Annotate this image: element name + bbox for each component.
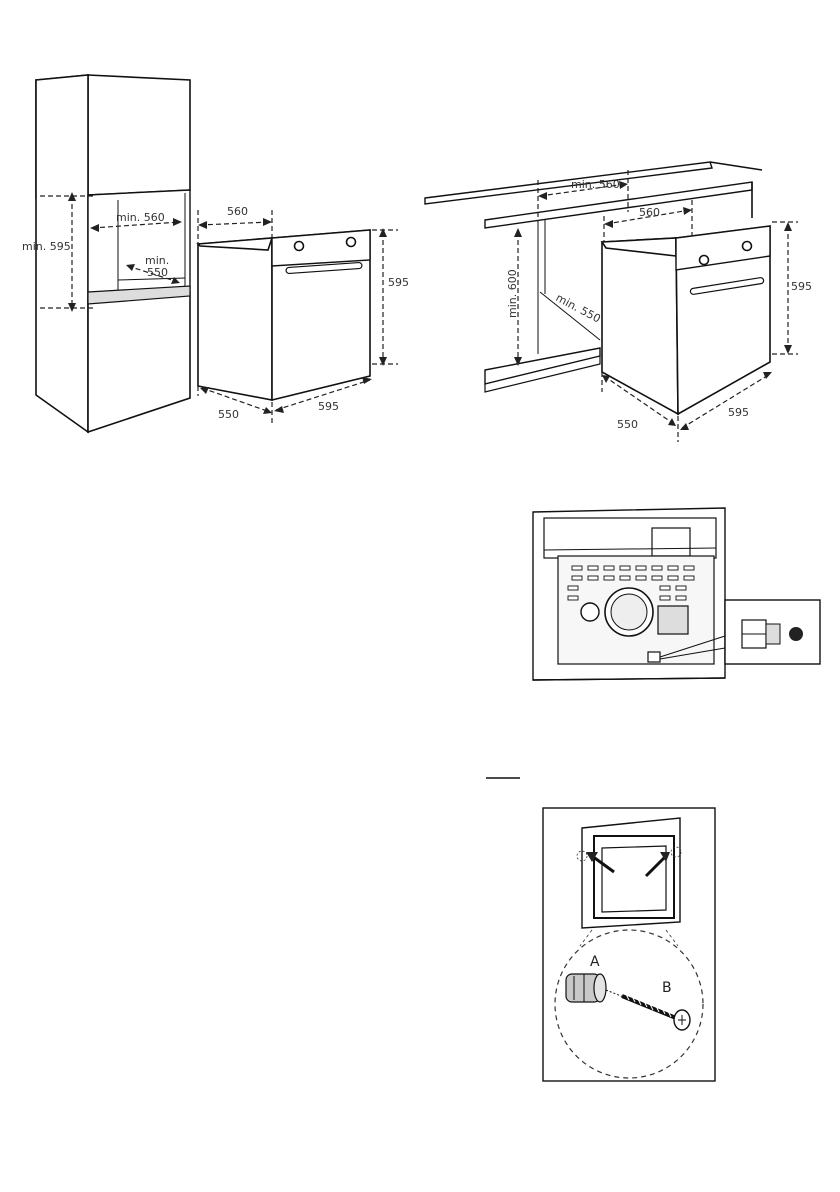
dim-595-height: 595 <box>388 276 409 289</box>
label-b: B <box>662 980 672 996</box>
dim-560-right: 560 <box>639 206 660 219</box>
knob-icon <box>295 242 304 251</box>
fixing-diagram: A B <box>543 808 715 1081</box>
dim-550-depth: 550 <box>218 408 239 421</box>
knob-icon <box>700 256 709 265</box>
dim-min-595: min. 595 <box>22 240 71 253</box>
oven-rear-diagram <box>533 508 820 680</box>
dim-595-width: 595 <box>318 400 339 413</box>
knob-icon <box>347 238 356 247</box>
cabinet-side-panel <box>36 75 88 432</box>
label-a: A <box>590 954 600 970</box>
oven-left: 560 595 550 595 <box>198 205 409 426</box>
knob-icon <box>743 242 752 251</box>
oven-right: 560 595 550 595 <box>602 200 812 442</box>
oven-left-side <box>198 238 272 400</box>
dim-min-600: min. 600 <box>506 269 519 318</box>
dim-min-560-right: min. 560 <box>571 178 620 191</box>
dim-min-560: min. 560 <box>116 211 165 224</box>
dim-550-depth-right: 550 <box>617 418 638 431</box>
dim-595-height-right: 595 <box>791 280 812 293</box>
lower-cabinet-front <box>88 292 190 432</box>
earth-terminal-icon <box>789 627 803 641</box>
dim-560: 560 <box>227 205 248 218</box>
upper-cabinet-front <box>88 75 190 195</box>
dim-min-550-line2: 550 <box>147 266 168 279</box>
column-cabinet-diagram: min. 595 min. 560 min. 550 <box>22 75 190 432</box>
dim-595-width-right: 595 <box>728 406 749 419</box>
oven-right-side <box>602 238 678 414</box>
terminal-block <box>648 652 660 662</box>
